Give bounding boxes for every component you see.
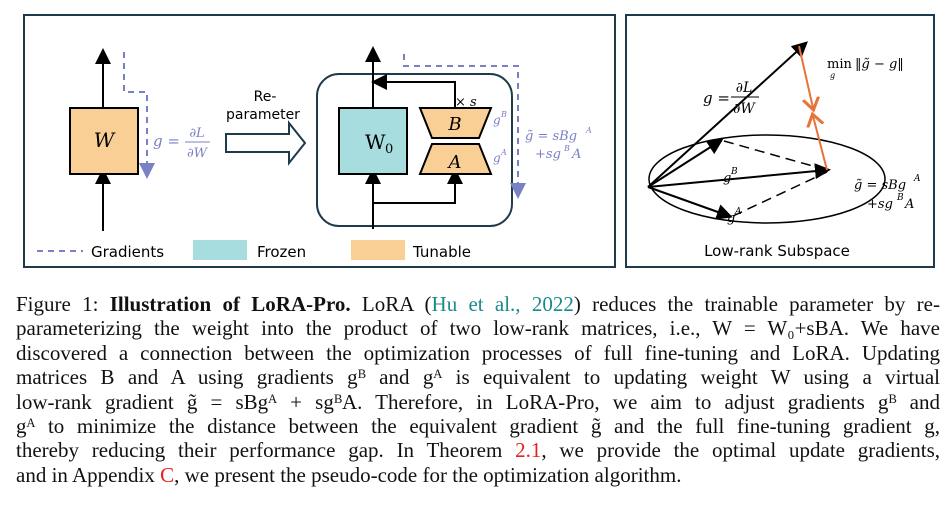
legend-tunable-swatch [351,240,405,260]
legend-frozen-swatch [193,240,247,260]
theorem-link[interactable]: 2.1 [515,438,542,463]
distance-line-top [798,45,813,108]
legend-gradients: Gradients [91,243,164,261]
lora-diagram: W g = ∂L ∂W Re- parameter W 0 B A × s g … [37,46,592,261]
w0-sub: 0 [385,142,393,157]
subspace-diagram: g = ∂L ∂W min g ‖g̃ − g‖ g B g A g̃ = sB… [647,41,921,260]
legend-tunable: Tunable [412,243,471,261]
grad-a-sup: A [500,148,507,157]
min-label: min [827,57,852,72]
g-eq-label: g = [153,132,180,150]
subspace-label: Low-rank Subspace [704,242,850,260]
caption-line: Figure 1: Illustration of LoRA-Pro. LoRA… [16,292,940,316]
g-eq-label: g = [703,89,730,107]
caption-line: parameterizing the weight into the produ… [16,316,940,341]
reparam-label-2: parameter [226,107,300,123]
w-label: W [94,128,116,152]
caption-text: LoRA ( [350,292,432,316]
parallelogram-bottom [732,171,828,217]
w-block [69,107,139,175]
gtilde-line2-sup: B [563,144,570,153]
dW-label: ∂W [733,101,756,117]
gB-sup: B [730,167,738,177]
b-label: B [447,114,461,135]
full-gradient-vector [647,41,808,188]
dW-label: ∂W [187,146,209,161]
gtilde-line1-sup: A [913,174,921,184]
lora-module-box [316,73,513,227]
gtilde-line2-sup: B [896,193,904,203]
grad-a-label: g [493,151,501,165]
gtilde-line1: g̃ = sBg [525,129,577,144]
gA-sup: A [734,207,742,217]
distance-line-bottom [813,116,828,171]
gtilde-line2: +sg [867,197,893,212]
gB-label: g [723,171,731,186]
b-block [418,107,493,139]
a-label: A [447,152,462,173]
grad-b-label: g [493,113,501,127]
gA-label: g [727,211,735,226]
caption-text: ) reduces the trainable parameter by re- [573,292,940,316]
a-block [418,143,493,175]
gtilde-line2: +sg [535,147,561,162]
appendix-link[interactable]: C [160,462,175,487]
grad-b-sup: B [500,110,507,119]
parallelogram-top [723,140,828,171]
caption-line: thereby reducing their performance gap. … [16,438,940,462]
citation-link[interactable]: Hu et al., 2022 [431,292,574,316]
ba-output-arrow [371,74,456,108]
caption-line: discovered a connection between the opti… [16,340,940,365]
figure-caption: Figure 1: Illustration of LoRA-Pro. LoRA… [16,292,940,487]
gtilde-line2-end: A [571,147,581,162]
min-sub: g [830,71,835,80]
scale-label: × s [455,95,477,110]
gtilde-line2-end: A [904,197,914,212]
subspace-ellipse [648,134,886,224]
caption-line: matrices B and A using gradients gᴮ and … [16,365,940,390]
gA-vector [647,186,733,220]
caption-line: gᴬ to minimize the distance between the … [16,414,940,439]
reparameter-arrow-icon [225,120,307,166]
caption-line: and in Appendix C, we present the pseudo… [16,463,940,487]
lora-diagram-panel: W g = ∂L ∂W Re- parameter W 0 B A × s g … [23,14,616,268]
caption-line: low-rank gradient g̃ = sBgᴬ + sgᴮA. Ther… [16,389,940,414]
figure-number: Figure 1: [16,292,110,316]
gB-vector [647,138,724,188]
lora-gradient-path [403,54,526,199]
legend-frozen: Frozen [257,243,306,261]
caption-text: thereby reducing their performance gap. … [16,438,516,463]
reparam-label-1: Re- [254,89,277,105]
gradient-path [123,52,155,179]
caption-text: and in Appendix [16,462,161,487]
w0-label: W [365,130,386,154]
dL-label: ∂L [189,126,204,141]
subspace-diagram-panel: g = ∂L ∂W min g ‖g̃ − g‖ g B g A g̃ = sB… [625,14,935,268]
ba-input-arrow [373,168,463,204]
caption-text: , we provide the optimal update gradient… [541,438,941,463]
dL-label: ∂L [736,80,753,96]
caption-text: , we present the pseudo-code for the opt… [174,462,682,487]
gtilde-line1: g̃ = sBg [854,178,906,193]
min-expr: ‖g̃ − g‖ [855,57,904,72]
w0-block [338,107,408,175]
gtilde-line1-sup: A [585,126,592,135]
caption-title: Illustration of LoRA-Pro. [109,292,351,316]
gtilde-vector [647,163,831,188]
